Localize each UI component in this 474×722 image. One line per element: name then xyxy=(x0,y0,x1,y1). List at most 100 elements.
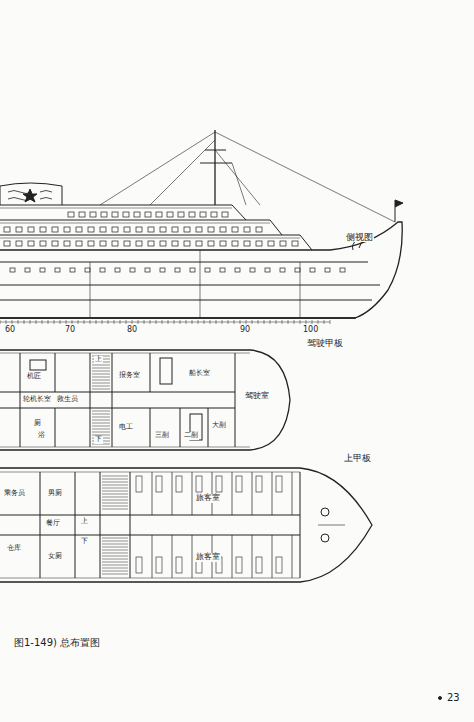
window xyxy=(232,241,238,246)
frame-tick xyxy=(42,320,43,324)
frame-tick xyxy=(312,320,313,324)
frame-tick xyxy=(174,320,175,324)
figure-caption: 图1-149) 总布置图 xyxy=(14,636,100,650)
view-heading: 侧视图 xyxy=(345,232,374,242)
berth xyxy=(276,557,282,573)
room-label: 厕 xyxy=(33,420,42,428)
frame-tick xyxy=(204,320,205,324)
stair-step xyxy=(92,386,110,387)
stair-step xyxy=(102,553,128,554)
view-region: 驾驶甲板 xyxy=(0,336,360,454)
window xyxy=(88,227,94,232)
window xyxy=(134,212,140,217)
frame-number: 90 xyxy=(239,326,251,335)
side-view-hull xyxy=(0,222,402,318)
frame-tick xyxy=(138,320,139,324)
window xyxy=(184,241,190,246)
upper-deck-plan xyxy=(0,468,372,582)
window xyxy=(232,227,238,232)
window xyxy=(208,227,214,232)
frame-tick xyxy=(150,320,151,324)
stair-step xyxy=(102,559,128,560)
page-number: 23 xyxy=(446,692,461,703)
window xyxy=(64,241,70,246)
window xyxy=(148,227,154,232)
stair-step xyxy=(102,497,128,498)
stair-step xyxy=(92,432,110,433)
stair-mark: 上 xyxy=(94,356,103,364)
room-label: 餐厅 xyxy=(45,520,61,528)
frame-tick xyxy=(0,320,1,324)
frame-tick xyxy=(216,320,217,324)
window xyxy=(220,241,226,246)
frame-tick xyxy=(162,320,163,324)
cabin-wall xyxy=(172,535,173,578)
stair-step xyxy=(92,374,110,375)
superstructure xyxy=(0,205,312,250)
window xyxy=(88,241,94,246)
window xyxy=(76,241,82,246)
window xyxy=(101,212,107,217)
window-rows xyxy=(0,212,345,324)
frame-tick xyxy=(36,320,37,324)
frame-tick xyxy=(330,320,331,324)
window xyxy=(172,227,178,232)
frame-tick xyxy=(108,320,109,324)
berth xyxy=(176,557,182,573)
frame-tick xyxy=(288,320,289,324)
porthole xyxy=(130,268,135,272)
berth xyxy=(156,476,162,492)
berth xyxy=(196,476,202,492)
stair-step xyxy=(102,556,128,557)
cabin-wall xyxy=(232,472,233,515)
stair-step xyxy=(102,544,128,545)
window xyxy=(136,241,142,246)
frame-tick xyxy=(96,320,97,324)
frame-tick xyxy=(198,320,199,324)
window xyxy=(123,212,129,217)
window xyxy=(211,212,217,217)
porthole xyxy=(205,268,210,272)
porthole xyxy=(265,268,270,272)
window xyxy=(52,241,58,246)
room-label: 驾驶室 xyxy=(244,392,270,401)
room-label: 二副 xyxy=(183,432,199,440)
porthole xyxy=(55,268,60,272)
window xyxy=(16,241,22,246)
window xyxy=(222,212,228,217)
window xyxy=(4,227,10,232)
berth xyxy=(256,476,262,492)
porthole xyxy=(175,268,180,272)
frame-tick xyxy=(192,320,193,324)
window xyxy=(136,227,142,232)
window xyxy=(268,241,274,246)
frame-tick xyxy=(324,320,325,324)
window xyxy=(76,227,82,232)
frame-tick xyxy=(156,320,157,324)
window xyxy=(90,212,96,217)
window xyxy=(52,227,58,232)
page-dot xyxy=(439,697,442,700)
frame-tick xyxy=(30,320,31,324)
frame-tick xyxy=(294,320,295,324)
window xyxy=(100,227,106,232)
room-label: 轮机长室 xyxy=(22,396,52,404)
room-label: 电工 xyxy=(118,424,134,432)
berth xyxy=(176,476,182,492)
porthole xyxy=(10,268,15,272)
frame-number: 80 xyxy=(126,326,138,335)
berth xyxy=(156,557,162,573)
stair-step xyxy=(102,476,128,477)
porthole xyxy=(325,268,330,272)
stair-step xyxy=(92,383,110,384)
room-label: 旅客室 xyxy=(195,494,221,503)
stair-step xyxy=(102,568,128,569)
frame-tick xyxy=(318,320,319,324)
berth xyxy=(216,476,222,492)
stair-step xyxy=(102,547,128,548)
window xyxy=(189,212,195,217)
porthole xyxy=(190,268,195,272)
window xyxy=(145,212,151,217)
berth xyxy=(136,476,142,492)
